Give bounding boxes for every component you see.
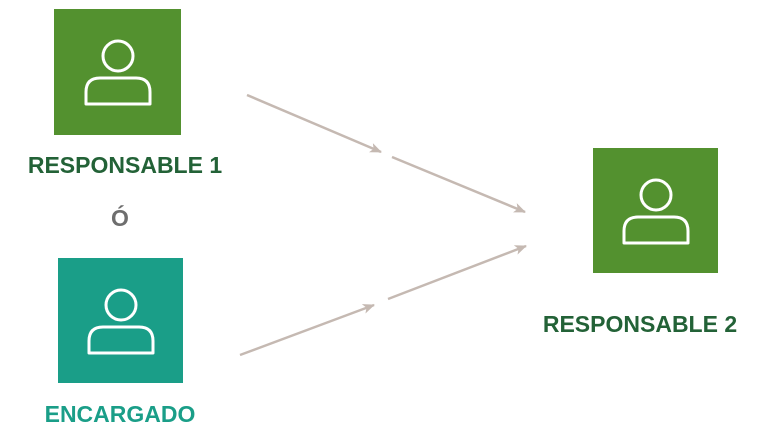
encargado-label: ENCARGADO — [44, 401, 196, 427]
person-icon — [87, 288, 154, 354]
person-icon — [84, 39, 151, 106]
arrow-r1-segment-a — [246, 93, 382, 154]
encargado-box — [58, 258, 183, 383]
or-separator: Ó — [111, 205, 129, 231]
responsable2-box — [593, 148, 718, 273]
person-icon — [622, 178, 689, 244]
responsable2-label: RESPONSABLE 2 — [542, 311, 738, 337]
arrow-enc-segment-b — [387, 244, 527, 301]
arrow-enc-segment-a — [239, 303, 375, 357]
arrow-r1-segment-b — [391, 155, 526, 214]
responsable1-label: RESPONSABLE 1 — [27, 152, 223, 178]
responsable1-box — [54, 9, 181, 135]
